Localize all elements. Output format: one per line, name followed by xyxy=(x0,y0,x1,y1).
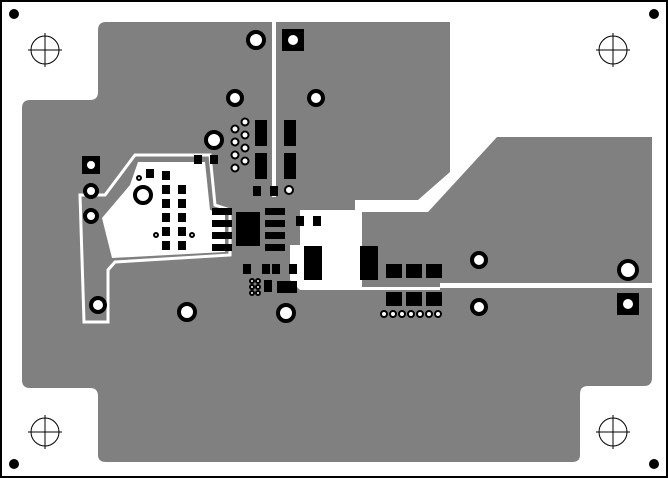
copper-pour-right xyxy=(362,137,652,287)
corner-fiducials xyxy=(9,9,659,469)
mounting-holes xyxy=(28,33,630,449)
vias xyxy=(136,117,442,318)
smd-pads xyxy=(82,29,639,315)
through-hole-pads xyxy=(83,30,639,323)
